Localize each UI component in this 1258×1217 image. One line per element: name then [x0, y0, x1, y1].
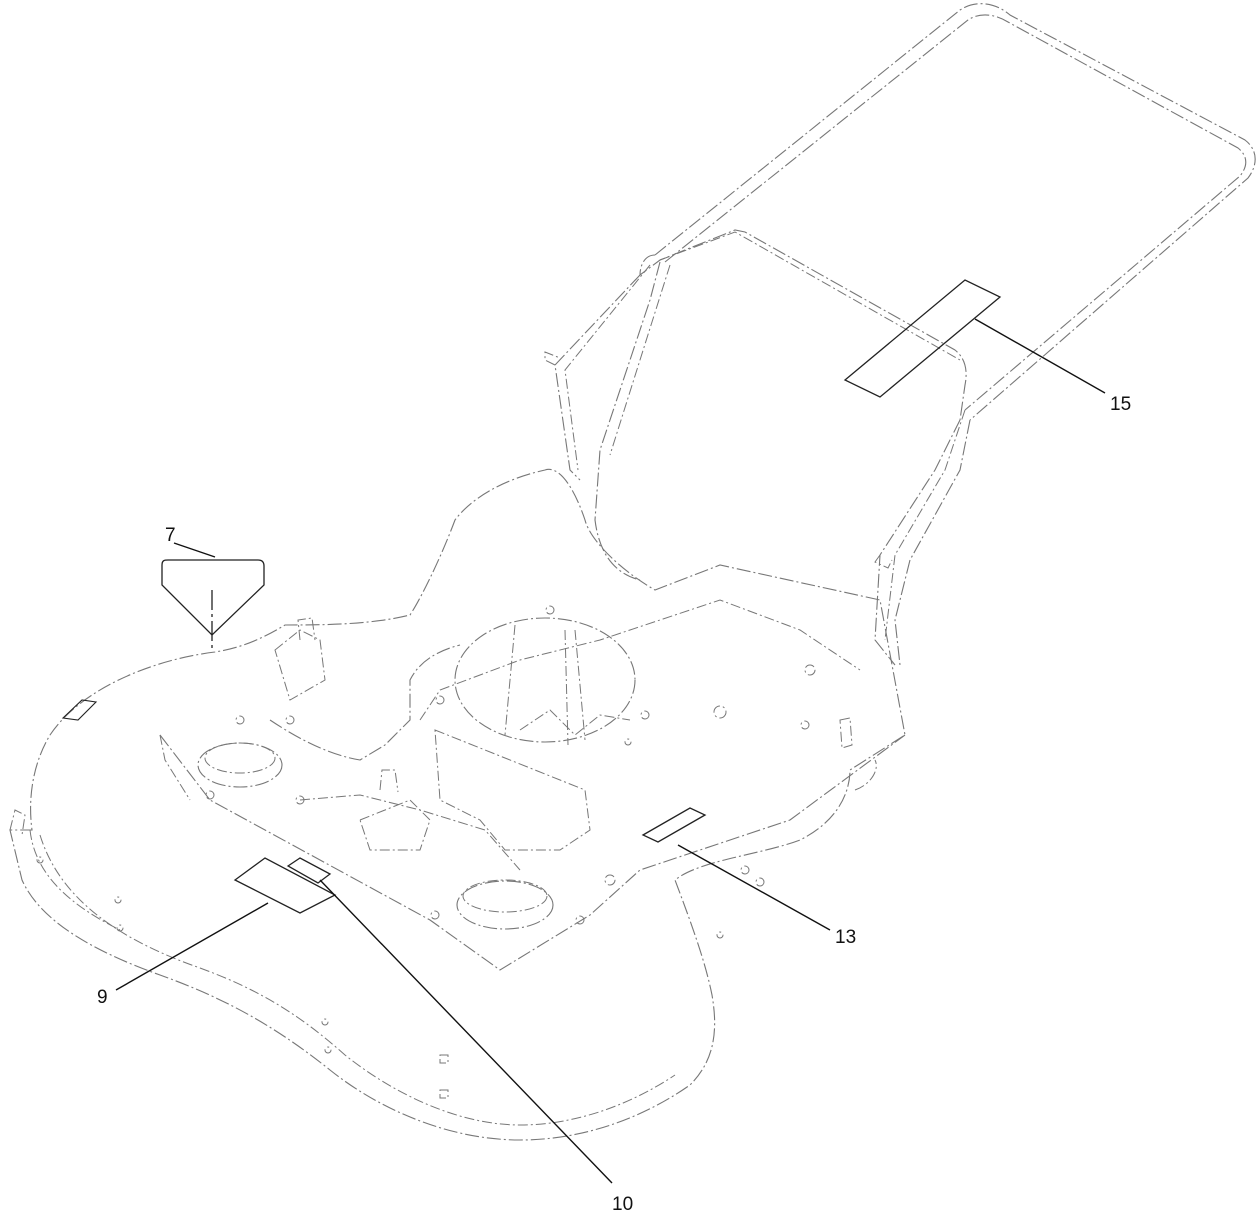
leader-10 — [319, 879, 613, 1184]
decal-10[interactable] — [286, 857, 332, 884]
leader-13 — [677, 844, 831, 931]
leader-9 — [115, 902, 269, 991]
callout-13: 13 — [835, 927, 856, 948]
callout-10: 10 — [612, 1194, 633, 1215]
decal-left-small — [61, 699, 98, 721]
handle-frame-outline — [544, 3, 1256, 666]
leader-lines — [115, 318, 1106, 1184]
callout-labels: 7 9 10 13 15 — [97, 394, 1131, 1215]
leader-15 — [974, 318, 1106, 394]
callout-15: 15 — [1110, 394, 1131, 415]
callout-9: 9 — [97, 987, 108, 1008]
decal-9[interactable] — [233, 857, 337, 914]
decal-15[interactable] — [843, 279, 1002, 398]
decal-13[interactable] — [641, 807, 707, 843]
leader-7 — [173, 542, 216, 558]
mounting-holes — [36, 605, 816, 1099]
decal-7[interactable] — [161, 559, 265, 652]
callout-7: 7 — [165, 525, 176, 546]
mower-deck-outline — [9, 468, 906, 1141]
